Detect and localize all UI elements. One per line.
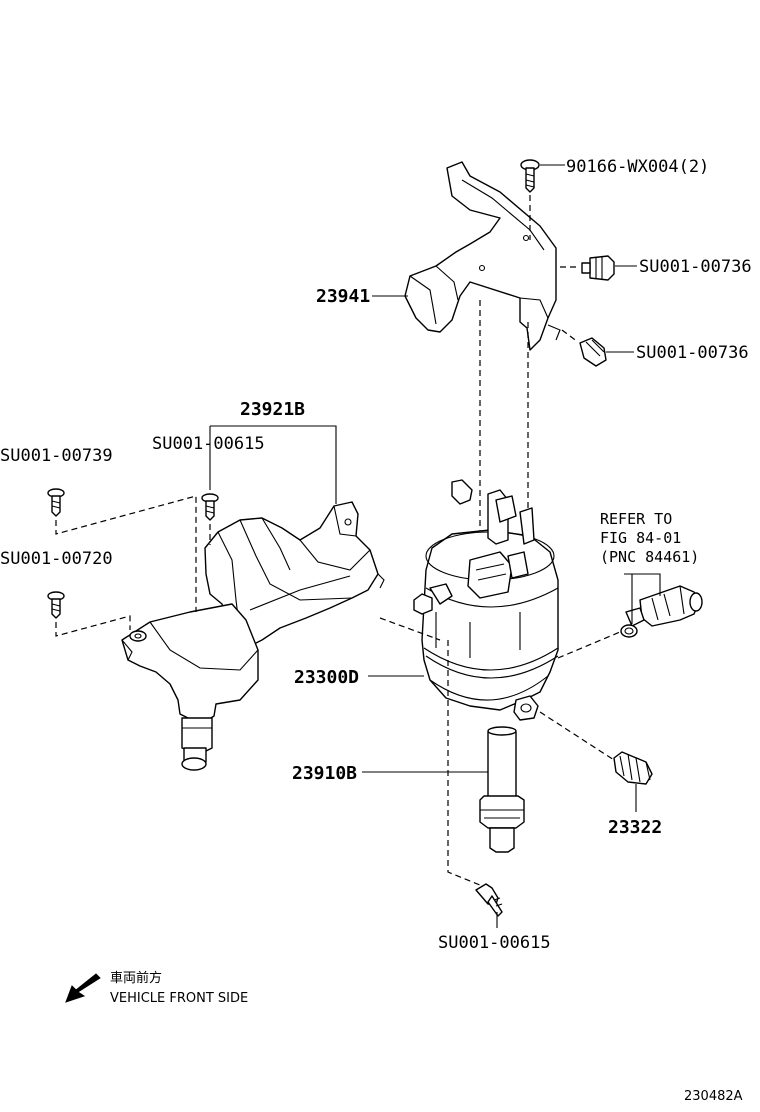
label-screw-left-upper: SU001-00739 — [0, 446, 113, 466]
label-screw-bottom: SU001-00615 — [438, 933, 551, 953]
drain-plug-23322-icon — [613, 751, 653, 785]
label-clip-lower: SU001-00736 — [636, 343, 749, 363]
bracket-23921b — [204, 501, 385, 651]
label-bolt-top: 90166-WX004(2) — [566, 157, 709, 177]
screw-su001-00739-icon — [47, 488, 65, 517]
screw-su001-00720-icon — [47, 591, 65, 619]
direction-label-jp: 車両前方 — [110, 970, 162, 986]
label-drain-plug: 23322 — [608, 817, 662, 838]
refer-line-1: REFER TO — [600, 510, 672, 528]
label-screw-left-lower: SU001-00720 — [0, 549, 113, 569]
front-direction-arrow-icon — [65, 973, 101, 1003]
screw-su001-00615-icon — [201, 493, 219, 521]
fuel-filter-23300d — [413, 479, 559, 721]
label-filter-assy: 23300D — [294, 667, 359, 688]
label-clip-upper: SU001-00736 — [639, 257, 752, 277]
direction-label-en: VEHICLE FRONT SIDE — [110, 991, 248, 1006]
label-bracket-assy: 23921B — [240, 399, 305, 420]
label-screw-bracket: SU001-00615 — [152, 434, 265, 454]
bracket-23941 — [404, 161, 561, 351]
refer-line-3: (PNC 84461) — [600, 548, 699, 566]
mount-bracket — [121, 603, 259, 771]
clip-lower-icon — [579, 337, 607, 367]
screw-bottom-su001-00615-icon — [475, 883, 503, 917]
label-bracket: 23941 — [316, 286, 370, 307]
filter-element-23910b — [479, 726, 525, 853]
figure-id: 230482A — [684, 1089, 743, 1104]
label-element: 23910B — [292, 763, 357, 784]
clip-upper-icon — [581, 255, 615, 281]
water-sensor-icon — [620, 585, 703, 638]
bolt-90166-icon — [520, 159, 540, 193]
refer-line-2: FIG 84-01 — [600, 529, 681, 547]
